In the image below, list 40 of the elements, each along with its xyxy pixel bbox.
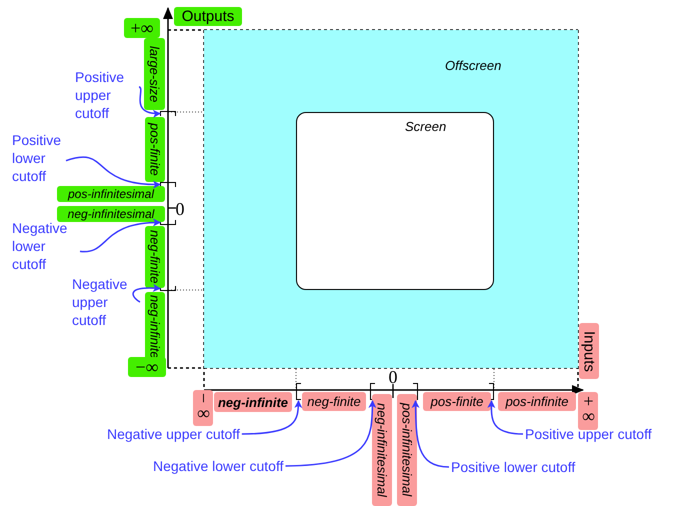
- range-label: neg-infinite: [214, 392, 292, 412]
- region-label: Offscreen: [445, 58, 502, 73]
- leader-arrow: [242, 400, 302, 435]
- axis-title: Inputs: [579, 323, 599, 379]
- tick-bracket: [296, 383, 301, 400]
- leader-arrow: [138, 86, 161, 118]
- leader-arrow: [487, 400, 524, 435]
- leader-arrow: [66, 156, 161, 188]
- leader-arrow: [412, 400, 450, 468]
- range-label: neg-finite: [145, 226, 165, 288]
- callout-text: Positive lower cutoff: [12, 131, 64, 185]
- range-label: pos-infinite: [498, 392, 576, 411]
- range-label: pos-infinitesimal: [397, 394, 417, 506]
- leader-arrow: [80, 218, 161, 252]
- infinity-label: +∞: [124, 18, 160, 38]
- zero-label: 0: [174, 198, 186, 220]
- callout-text: Negative upper cutoff: [107, 425, 240, 443]
- offscreen-area: [204, 30, 578, 368]
- axis-title: Outputs: [174, 7, 242, 26]
- zero-label: 0: [388, 366, 398, 388]
- leader-arrow: [132, 284, 161, 303]
- range-label: pos-infinitesimal: [57, 186, 165, 202]
- callout-text: Negative upper cutoff: [72, 275, 138, 329]
- callout-text: Positive lower cutoff: [451, 458, 576, 476]
- callout-text: Negative lower cutoff: [12, 219, 78, 273]
- range-label: pos-finite: [145, 117, 165, 182]
- screen-box: [296, 112, 494, 290]
- infinity-label: +∞: [578, 392, 598, 430]
- callout-text: Negative lower cutoff: [153, 457, 284, 475]
- infinity-label: −∞: [193, 390, 213, 426]
- range-label: large-size: [144, 38, 165, 110]
- tick-bracket: [160, 111, 176, 116]
- region-label: Screen: [405, 119, 446, 134]
- range-label: neg-infinitesimal: [372, 394, 392, 506]
- callout-text: Positive upper cutoff: [75, 68, 137, 122]
- infinity-label: −∞: [128, 357, 166, 377]
- range-label: neg-finite: [302, 392, 366, 411]
- range-label: neg-infinitesimal: [57, 206, 165, 222]
- range-label: pos-finite: [423, 392, 491, 411]
- leader-arrow: [285, 400, 376, 467]
